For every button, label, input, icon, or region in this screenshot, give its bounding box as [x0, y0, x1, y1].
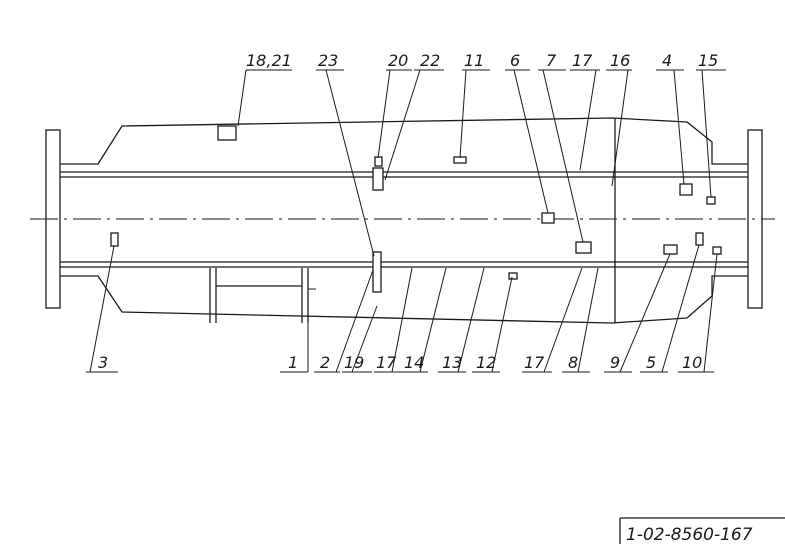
label-23: 23	[318, 51, 338, 70]
lower-bracket	[209, 268, 316, 323]
bottom-leaders	[86, 244, 718, 373]
label-22: 22	[420, 51, 440, 70]
fitting-22	[372, 167, 384, 191]
drawing-code-box: 1-02-8560-167	[619, 517, 785, 544]
components	[110, 125, 722, 280]
label-9: 9	[610, 353, 620, 372]
label-14: 14	[404, 353, 424, 372]
label-17-bottom-a: 17	[376, 353, 397, 372]
label-12: 12	[476, 353, 496, 372]
label-18-21: 18,21	[246, 51, 292, 70]
top-leaders	[237, 69, 726, 257]
label-2: 2	[320, 353, 330, 372]
body-outline	[45, 117, 763, 324]
label-20: 20	[388, 51, 408, 70]
label-17-top: 17	[572, 51, 593, 70]
label-4: 4	[662, 51, 672, 70]
label-11: 11	[464, 51, 484, 70]
drawing-code: 1-02-8560-167	[626, 525, 753, 544]
label-13: 13	[442, 353, 462, 372]
label-3: 3	[98, 353, 108, 372]
label-7: 7	[546, 51, 557, 70]
label-15: 15	[698, 51, 718, 70]
partition-plate	[372, 251, 382, 293]
label-16: 16	[610, 51, 630, 70]
label-5: 5	[646, 353, 656, 372]
label-6: 6	[510, 51, 520, 70]
label-17-bottom-b: 17	[524, 353, 545, 372]
label-19: 19	[344, 353, 364, 372]
label-1: 1	[288, 353, 298, 372]
label-8: 8	[568, 353, 578, 372]
label-10: 10	[682, 353, 702, 372]
